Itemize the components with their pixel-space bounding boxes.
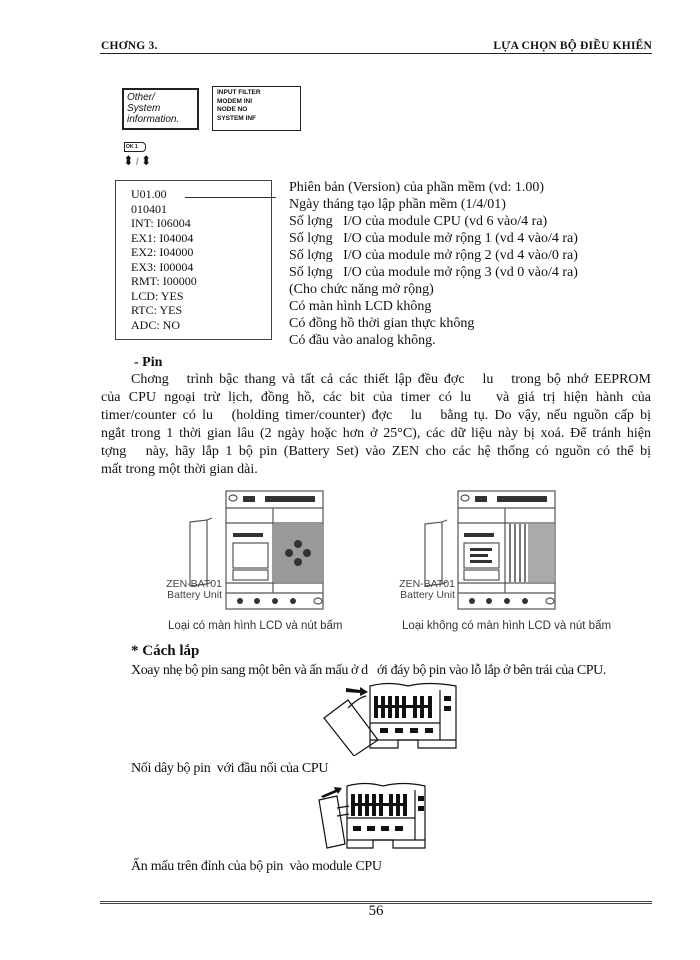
info-line-ex2: EX2: I04000 — [131, 245, 194, 259]
description-line: Có đầu vào analog không. — [289, 333, 436, 348]
zen-no-lcd-device-figure — [424, 490, 556, 610]
figure-caption: Loại có màn hình LCD và nút bấm — [168, 620, 343, 632]
info-line-rmt: RMT: I00000 — [131, 274, 197, 288]
battery-unit-label: ZEN-BAT01 Battery Unit — [160, 579, 222, 601]
battery-model: ZEN-BAT01 — [166, 578, 222, 590]
battery-model: ZEN-BAT01 — [399, 578, 455, 590]
figure-caption: Loại không có màn hình LCD và nút bấm — [402, 620, 612, 632]
info-line-adc: ADC: NO — [131, 317, 181, 332]
info-line-int: INT: I06004 — [131, 216, 191, 230]
leader-line — [185, 197, 276, 198]
pin-heading: - Pin — [134, 355, 163, 370]
menu-line: information. — [127, 114, 180, 125]
paragraph-line: timer/counter có lu (holding timer/count… — [101, 408, 651, 423]
description-line: Số lợng I/O của module mở rộng 1 (vd 4 v… — [289, 231, 578, 246]
up-down-arrow-icon: ⬍ — [140, 153, 152, 168]
description-line: Phiên bản (Version) của phần mềm (vd: 1.… — [289, 180, 545, 195]
submenu-line: NODE NO — [217, 106, 248, 113]
submenu-line: INPUT FILTER — [217, 89, 261, 96]
info-line-ex3: EX3: I00004 — [131, 259, 194, 274]
description-line: Có màn hình LCD không — [289, 299, 432, 314]
paragraph-line: Chơng trình bậc thang và tất cả các thiế… — [131, 372, 651, 387]
info-line-date: 010401 — [131, 201, 167, 216]
paragraph-line: mất trong một thời gian dài. — [101, 462, 258, 477]
info-line-version: U01.00 — [131, 187, 167, 201]
separator: / — [135, 157, 139, 168]
section-header: LỰA CHỌN BỘ ĐIỀU KHIỂN — [493, 40, 652, 52]
battery-connect-figure — [318, 782, 426, 849]
system-info-display: U01.00 010401 INT: I06004 EX1: I04004 EX… — [115, 180, 272, 340]
header-rule — [100, 53, 652, 54]
paragraph-line: tợng này, hãy lắp 1 bộ pin (Battery Set)… — [101, 444, 651, 459]
battery-name: Battery Unit — [167, 589, 222, 601]
submenu-line: MODEM INI — [217, 97, 253, 105]
battery-unit-label: ZEN-BAT01 Battery Unit — [393, 579, 455, 601]
description-line: Số lợng I/O của module CPU (vd 6 vào/4 r… — [289, 214, 548, 229]
description-line: Ngày tháng tạo lập phần mềm (1/4/01) — [289, 197, 506, 212]
description-line: (Cho chức năng mở rộng) — [289, 282, 434, 297]
system-info-menu-box: Other/ System information. — [122, 88, 199, 130]
description-line: Có đồng hồ thời gian thực không — [289, 316, 475, 331]
submenu-box: INPUT FILTER MODEM INI NODE NO SYSTEM IN… — [212, 86, 301, 131]
battery-insert-figure — [323, 682, 457, 756]
info-descriptions: Phiên bản (Version) của phần mềm (vd: 1.… — [289, 179, 578, 349]
description-line: Số lợng I/O của module mở rộng 3 (vd 0 v… — [289, 265, 578, 280]
install-step-3: Ấn mấu trên đỉnh của bộ pin vào module C… — [131, 859, 382, 874]
nav-keys: ⬍/⬍ — [123, 153, 152, 169]
info-line-rtc: RTC: YES — [131, 303, 183, 317]
install-step-2: Nối dây bộ pin với đầu nối của CPU — [131, 761, 329, 776]
paragraph-line: của CPU ngoại trừ lịch, đồng hồ, các bit… — [101, 390, 651, 405]
install-step-1: Xoay nhẹ bộ pin sang một bên và ấn mấu ở… — [131, 663, 606, 678]
zen-lcd-device-figure — [189, 490, 324, 610]
battery-name: Battery Unit — [400, 589, 455, 601]
chapter-header: CHƠNG 3. — [101, 40, 158, 52]
submenu-line: SYSTEM INF — [217, 114, 257, 122]
ok-key-icon: OK 1 — [124, 142, 146, 152]
menu-line: Other/ — [127, 92, 155, 103]
page-number: 56 — [368, 903, 384, 919]
menu-line: System — [127, 103, 161, 114]
footer-rule — [100, 901, 652, 904]
info-line-ex1: EX1: I04004 — [131, 230, 194, 245]
install-heading: * Cách lắp — [131, 643, 200, 659]
info-line-lcd: LCD: YES — [131, 288, 184, 303]
paragraph-line: ngắt trong 1 thời gian lâu (2 ngày hoặc … — [101, 426, 651, 441]
up-down-arrow-icon: ⬍ — [123, 153, 134, 168]
description-line: Số lợng I/O của module mở rộng 2 (vd 4 v… — [289, 248, 578, 263]
